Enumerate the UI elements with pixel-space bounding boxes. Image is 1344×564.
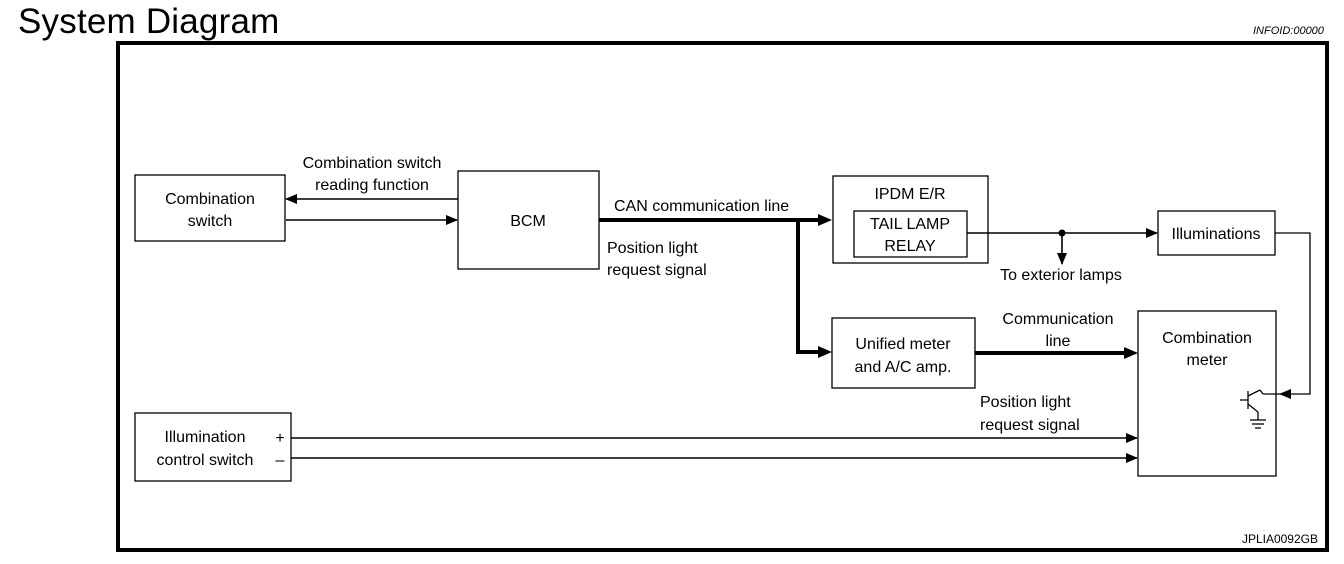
can-line-head xyxy=(818,214,832,226)
minus-terminal-label: – xyxy=(276,452,285,469)
tail-lamp-relay-label-1: TAIL LAMP xyxy=(870,216,950,233)
switch-reading-label-1: Combination switch xyxy=(303,155,442,172)
position-request-label-2: request signal xyxy=(607,262,707,279)
can-line-label: CAN communication line xyxy=(614,198,789,215)
figure-code: JPLIA0092GB xyxy=(1242,532,1318,546)
diagram-frame xyxy=(116,41,1329,552)
communication-line-label-2: line xyxy=(1046,333,1071,350)
combination-switch-label-1: Combination xyxy=(165,191,255,208)
bcm-block: BCM xyxy=(457,170,600,270)
illuminations-label: Illuminations xyxy=(1172,226,1261,243)
combination-meter-label-1: Combination xyxy=(1162,330,1252,347)
illuminations-block: Illuminations xyxy=(1157,210,1276,256)
bcm-label: BCM xyxy=(510,213,546,230)
unified-meter-label-2: and A/C amp. xyxy=(855,359,952,376)
ipdm-label: IPDM E/R xyxy=(874,186,945,203)
unified-meter-label-1: Unified meter xyxy=(855,336,951,353)
ipdm-block: IPDM E/R TAIL LAMP RELAY xyxy=(832,175,989,264)
communication-line-head xyxy=(1124,347,1138,359)
transistor-icon xyxy=(1240,389,1280,429)
can-unified-head xyxy=(818,346,832,358)
plus-terminal-label: + xyxy=(275,430,284,447)
illumination-switch-label-2: control switch xyxy=(157,452,254,469)
unified-meter-block: Unified meter and A/C amp. xyxy=(831,317,976,389)
to-exterior-label: To exterior lamps xyxy=(1000,267,1122,284)
combination-switch-block: Combination switch xyxy=(134,174,286,242)
illumination-control-switch-block: Illumination control switch + – xyxy=(134,412,292,482)
combination-switch-label-2: switch xyxy=(188,213,232,230)
illumination-switch-label-1: Illumination xyxy=(165,429,246,446)
position-request-2-label-2: request signal xyxy=(980,417,1080,434)
combination-meter-label-2: meter xyxy=(1187,352,1229,369)
illuminations-to-meter-line xyxy=(1275,232,1311,399)
communication-line-label-1: Communication xyxy=(1002,311,1113,328)
tail-lamp-relay-label-2: RELAY xyxy=(884,238,936,255)
page-title: System Diagram xyxy=(18,2,280,41)
switch-reading-label-2: reading function xyxy=(315,177,429,194)
position-request-label-1: Position light xyxy=(607,240,698,257)
combination-meter-block: Combination meter xyxy=(1137,310,1280,477)
position-request-2-label-1: Position light xyxy=(980,394,1071,411)
info-id: INFOID:00000 xyxy=(1253,25,1324,37)
